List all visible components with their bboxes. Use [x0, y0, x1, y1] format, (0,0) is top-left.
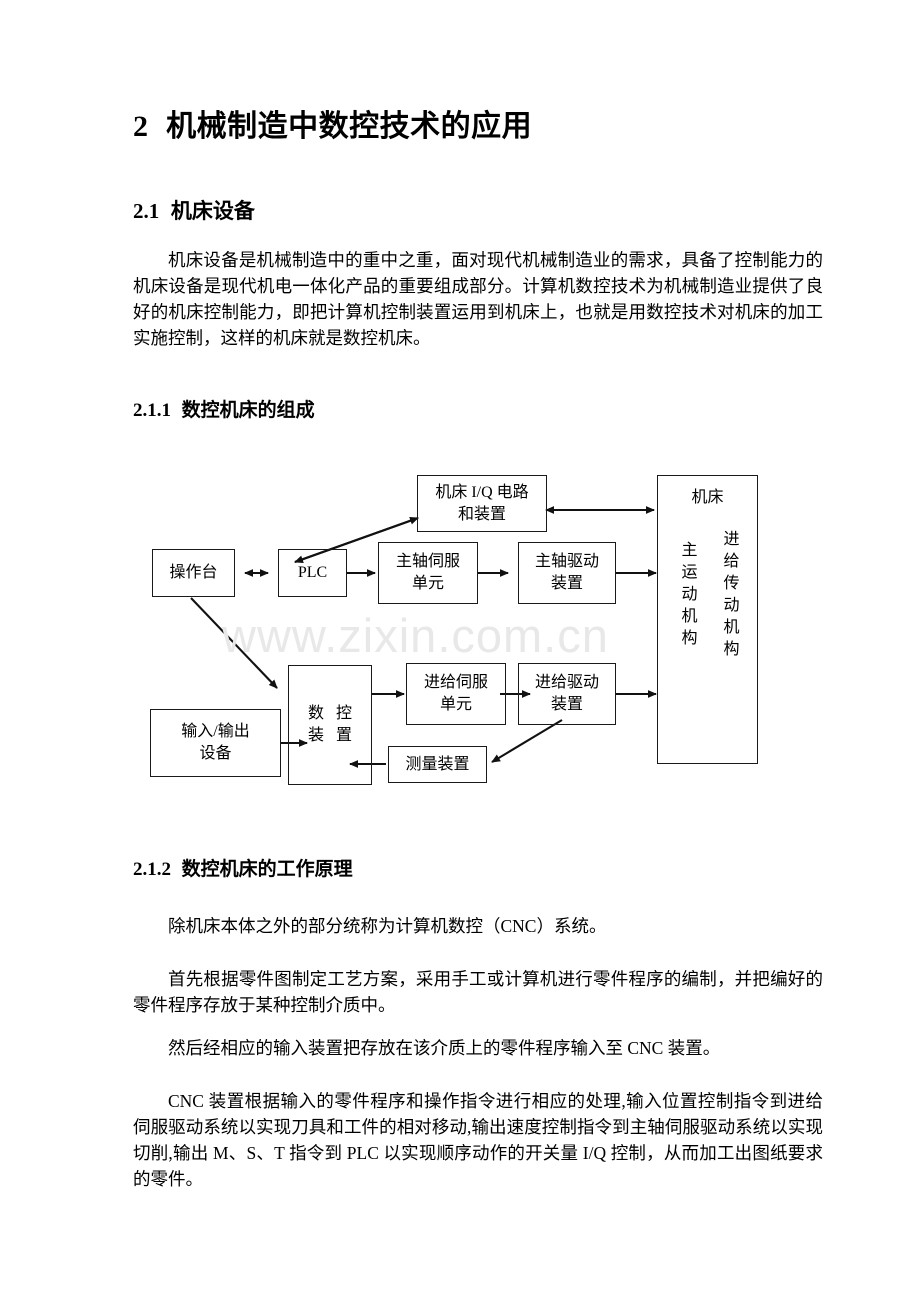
diagram-connectors: [190, 506, 657, 768]
block-measuring-label: 测量装置: [405, 755, 470, 773]
block-io-device-line1: 输入/输出: [181, 723, 250, 740]
subsection-title-2: 数控机床的工作原理: [181, 859, 353, 880]
document-content: 2 机械制造中数控技术的应用 2.1 机床设备 机床设备是机械制造中的重中之重，…: [133, 0, 823, 1189]
block-machine-tool-title: 机床: [691, 489, 724, 506]
block-machine-tool-col-main-motion: 主运动机构: [678, 541, 696, 651]
block-cnc-unit-line1: 数 控: [307, 705, 356, 722]
paragraph-3: 然后经相应的输入装置把存放在该介质上的零件程序输入至 CNC 装置。: [168, 1038, 721, 1058]
arrow-console-to-cnc: [190, 597, 278, 689]
block-feed-servo-line2: 单元: [439, 696, 472, 713]
block-plc: PLC: [278, 549, 347, 597]
block-feed-drive-line2: 装置: [550, 696, 583, 713]
section-number: 2.1: [133, 198, 160, 223]
block-spindle-drive-line1: 主轴驱动: [534, 553, 599, 570]
paragraph-intro: 机床设备是机械制造中的重中之重，面对现代机械制造业的需求，具备了控制能力的机床设…: [133, 249, 823, 348]
chapter-heading: 2 机械制造中数控技术的应用: [133, 0, 823, 146]
subsection-heading-principle: 2.1.2 数控机床的工作原理: [133, 858, 353, 883]
block-spindle-servo-line1: 主轴伺服: [395, 553, 460, 570]
cnc-machine-block-diagram: 机床 I/Q 电路 和装置 操作台 PLC 主轴伺服 单元 主轴驱动 装置 数 …: [0, 455, 920, 800]
block-console-label: 操作台: [169, 564, 218, 581]
block-feed-servo-line1: 进给伺服: [423, 674, 488, 691]
section-heading: 2.1 机床设备: [133, 146, 823, 225]
block-machine-tool-col-feed-transmission: 进给传动机构: [720, 530, 738, 662]
block-console: 操作台: [152, 549, 235, 597]
chapter-title: 机械制造中数控技术的应用: [166, 110, 533, 143]
block-io-device-line2: 设备: [199, 745, 232, 762]
block-spindle-servo-line2: 单元: [411, 575, 444, 592]
subsection-heading-composition: 2.1.1 数控机床的组成: [133, 351, 823, 424]
subsection-number-2: 2.1.2: [133, 859, 171, 880]
block-io-circuit-line2: 和装置: [457, 505, 506, 523]
block-spindle-drive: 主轴驱动 装置: [518, 542, 616, 604]
paragraph-2: 首先根据零件图制定工艺方案，采用手工或计算机进行零件程序的编制，并把编好的零件程…: [133, 969, 823, 1015]
arrow-io-circuit-to-plc: [294, 517, 419, 563]
block-measuring-device: 测量装置: [388, 746, 487, 783]
block-machine-tool-columns: 主运动机构 进给传动机构: [658, 530, 757, 662]
section-title: 机床设备: [170, 199, 255, 223]
block-cnc-unit-line2: 装 置: [307, 727, 356, 744]
block-feed-drive: 进给驱动 装置: [518, 663, 616, 725]
paragraph-1: 除机床本体之外的部分统称为计算机数控（CNC）系统。: [168, 916, 607, 936]
block-feed-servo-unit: 进给伺服 单元: [406, 663, 506, 725]
block-plc-label: PLC: [297, 564, 328, 581]
subsection-number-1: 2.1.1: [133, 399, 171, 421]
block-io-device: 输入/输出 设备: [150, 709, 281, 777]
block-machine-tool: 机床 主运动机构 进给传动机构: [657, 475, 758, 764]
block-spindle-drive-line2: 装置: [550, 575, 583, 592]
block-io-circuit-line1: 机床 I/Q 电路: [435, 483, 529, 501]
paragraph-4: CNC 装置根据输入的零件程序和操作指令进行相应的处理,输入位置控制指令到进给伺…: [133, 1091, 823, 1189]
block-spindle-servo-unit: 主轴伺服 单元: [378, 542, 478, 604]
chapter-number: 2: [133, 110, 149, 143]
subsection-title-1: 数控机床的组成: [181, 399, 315, 421]
block-cnc-unit: 数 控 装 置: [288, 665, 372, 785]
block-feed-drive-line1: 进给驱动: [534, 674, 599, 691]
block-machine-io-circuit: 机床 I/Q 电路 和装置: [417, 475, 547, 532]
arrow-feed-drive-to-measuring: [491, 719, 563, 763]
